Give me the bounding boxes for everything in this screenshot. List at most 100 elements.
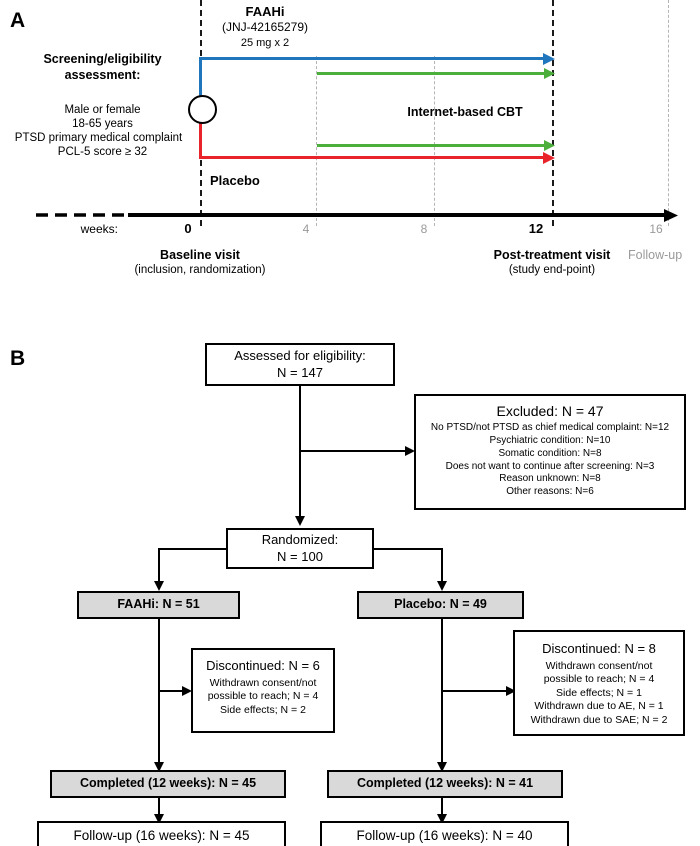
cbt-arm-lower-line [317, 144, 548, 147]
connector-faahi-to-discontinued [158, 690, 184, 692]
arrowhead-into-placebo-followup [437, 814, 447, 824]
cbt-arm-upper-line [317, 72, 548, 75]
connector-to-excluded [299, 450, 407, 452]
connector-placebo-to-discontinued [441, 690, 508, 692]
connector-split-left-drop [158, 548, 160, 587]
cbt-arm-lower-arrowhead [544, 140, 555, 151]
faahi-allocation-label: FAAHi: N = 51 [117, 597, 200, 612]
faahi-discontinued-title: Discontinued: N = 6 [206, 658, 320, 673]
axis-tick-0: 0 [184, 221, 192, 236]
followup-visit-label: Follow-up [628, 248, 683, 262]
arrowhead-into-faahi-allocation [154, 581, 164, 591]
faahi-title: FAAHi [245, 4, 285, 19]
panel-b-label: B [10, 347, 26, 370]
box-placebo-completed: Completed (12 weeks): N = 41 [327, 770, 563, 798]
box-faahi-completed: Completed (12 weeks): N = 45 [50, 770, 286, 798]
arrowhead-into-excluded [405, 446, 415, 456]
connector-split-right-drop [441, 548, 443, 587]
baseline-visit-title: Baseline visit [160, 248, 240, 262]
faahi-arm-arrowhead [543, 53, 555, 65]
arrowhead-into-randomized [295, 516, 305, 526]
excluded-reason-0: No PTSD/not PTSD as chief medical compla… [430, 422, 670, 434]
axis-tick-12: 12 [528, 221, 544, 236]
faahi-compound: (JNJ-42165279) [221, 20, 309, 34]
excluded-reason-1: Psychiatric condition: N=10 [489, 434, 611, 446]
excluded-reason-5: Other reasons: N=6 [506, 486, 594, 498]
faahi-discontinued-reason-2: Side effects; N = 2 [220, 703, 306, 716]
arrowhead-into-faahi-discontinued [182, 686, 192, 696]
screening-criterion-3: PCL-5 score ≥ 32 [57, 146, 148, 158]
gridline-week-8 [434, 56, 435, 226]
box-assessed-for-eligibility: Assessed for eligibility: N = 147 [205, 343, 395, 386]
axis-tick-16: 16 [649, 222, 663, 236]
placebo-discontinued-reason-0: Withdrawn consent/not [545, 659, 653, 672]
screening-criterion-2: PTSD primary medical complaint [14, 132, 183, 144]
weeks-axis-label: weeks: [80, 222, 118, 236]
arrowhead-into-placebo-completed [437, 762, 447, 772]
connector-placebo-completed-to-followup [441, 798, 443, 820]
placebo-discontinued-reason-3: Withdrawn due to AE, N = 1 [534, 700, 664, 713]
axis-arrowhead [664, 209, 678, 222]
post-treatment-visit-subtitle: (study end-point) [508, 264, 596, 276]
assessed-line2: N = 147 [277, 364, 323, 380]
gridline-week-12 [552, 0, 554, 226]
connector-split-left [158, 548, 227, 550]
faahi-discontinued-reason-0: Withdrawn consent/not [209, 676, 317, 689]
box-faahi-followup: Follow-up (16 weeks): N = 45 [37, 821, 286, 846]
placebo-label: Placebo [210, 173, 260, 188]
placebo-completed-label: Completed (12 weeks): N = 41 [356, 776, 534, 791]
panel-b: B Assessed for eligibility: N = 147 Excl… [0, 300, 700, 846]
randomized-line2: N = 100 [277, 548, 323, 564]
faahi-discontinued-reason-1: possible to reach; N = 4 [207, 690, 319, 703]
screening-title-line2: assessment: [64, 68, 141, 82]
placebo-allocation-label: Placebo: N = 49 [394, 597, 487, 612]
connector-split-right [373, 548, 442, 550]
axis-line [128, 213, 668, 217]
box-excluded: Excluded: N = 47 No PTSD/not PTSD as chi… [414, 394, 686, 510]
placebo-arm-riser [199, 116, 202, 159]
placebo-discontinued-reason-1: possible to reach; N = 4 [543, 673, 655, 686]
randomized-line1: Randomized: [261, 532, 339, 548]
connector-faahi-completed-to-followup [158, 798, 160, 820]
placebo-discontinued-reason-4: Withdrawn due to SAE; N = 2 [530, 713, 668, 726]
baseline-visit-subtitle: (inclusion, randomization) [134, 264, 266, 276]
assessed-line1: Assessed for eligibility: [234, 348, 366, 364]
connector-assessed-to-randomized [299, 386, 301, 524]
gridline-week-4 [316, 56, 317, 226]
panel-a: A FAAHi (JNJ-42165279) 25 mg x 2 Screeni… [0, 0, 700, 300]
box-placebo-allocation: Placebo: N = 49 [357, 591, 524, 619]
screening-criterion-0: Male or female [64, 104, 141, 116]
box-placebo-followup: Follow-up (16 weeks): N = 40 [320, 821, 569, 846]
cbt-label: Internet-based CBT [407, 105, 523, 119]
cbt-arm-upper-arrowhead [544, 68, 555, 79]
randomization-node [188, 95, 217, 124]
arrowhead-into-placebo-discontinued [506, 686, 516, 696]
box-faahi-allocation: FAAHi: N = 51 [77, 591, 240, 619]
faahi-arm-riser [199, 57, 202, 100]
box-faahi-discontinued: Discontinued: N = 6 Withdrawn consent/no… [191, 648, 335, 733]
faahi-followup-label: Follow-up (16 weeks): N = 45 [73, 827, 250, 843]
placebo-discontinued-title: Discontinued: N = 8 [542, 641, 656, 656]
faahi-completed-label: Completed (12 weeks): N = 45 [79, 776, 257, 791]
faahi-arm-line [199, 57, 547, 60]
axis-tick-4: 4 [302, 222, 310, 236]
axis-dashed-leadin [36, 213, 126, 217]
connector-placebo-allocation-to-completed [441, 619, 443, 768]
excluded-reason-4: Reason unknown: N=8 [499, 473, 601, 485]
arrowhead-into-faahi-completed [154, 762, 164, 772]
arrowhead-into-placebo-allocation [437, 581, 447, 591]
connector-faahi-allocation-to-completed [158, 619, 160, 768]
faahi-dose: 25 mg x 2 [240, 37, 290, 49]
placebo-discontinued-reason-2: Side effects; N = 1 [556, 686, 642, 699]
box-placebo-discontinued: Discontinued: N = 8 Withdrawn consent/no… [513, 630, 685, 736]
screening-criterion-1: 18-65 years [72, 118, 133, 130]
axis-tick-8: 8 [420, 222, 428, 236]
screening-title-line1: Screening/eligibility [43, 52, 162, 66]
placebo-followup-label: Follow-up (16 weeks): N = 40 [356, 827, 533, 843]
excluded-title: Excluded: N = 47 [496, 403, 604, 419]
panel-a-label: A [10, 9, 26, 32]
excluded-reason-2: Somatic condition: N=8 [498, 447, 602, 459]
arrowhead-into-faahi-followup [154, 814, 164, 824]
gridline-week-16 [668, 0, 669, 226]
